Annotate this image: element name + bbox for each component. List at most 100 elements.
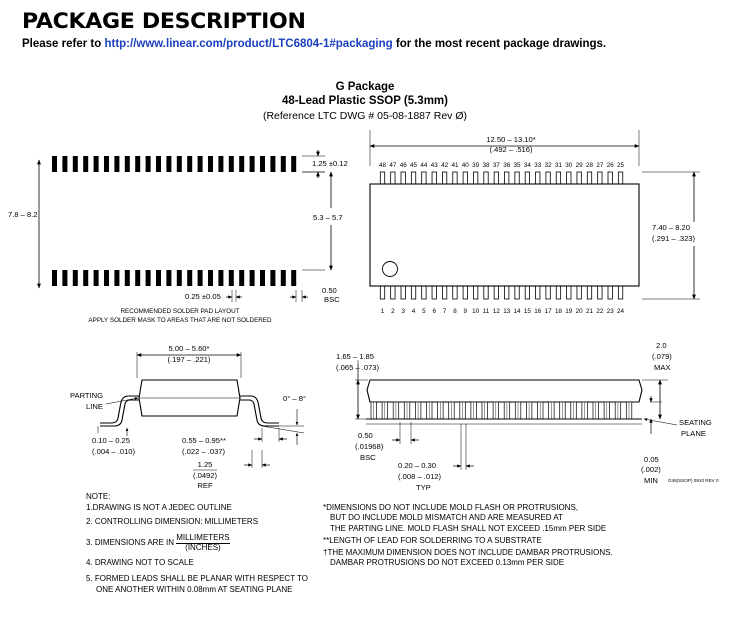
note-4: 4. DRAWING NOT TO SCALE (86, 558, 194, 568)
package-pin (379, 285, 386, 300)
pad-caption-1: RECOMMENDED SOLDER PAD LAYOUT (120, 308, 239, 315)
solder-pad (260, 156, 265, 172)
solder-pad (124, 270, 130, 286)
solder-pad (249, 156, 255, 172)
pin-number: 4 (412, 308, 416, 315)
package-pin (390, 171, 396, 185)
footnote-1a: *DIMENSIONS DO NOT INCLUDE MOLD FLASH OR… (323, 503, 578, 512)
pad-inner-dim: 5.3 – 5.7 (313, 213, 343, 222)
solder-pad (260, 270, 265, 286)
solder-pad (187, 270, 193, 286)
package-pin (400, 171, 406, 185)
package-pin (493, 285, 499, 300)
foot-length-dim-in: (.022 – .037) (182, 447, 226, 456)
pin-number: 24 (617, 308, 625, 315)
min-dim: 0.05 (644, 455, 659, 464)
top-width-dim-in: (.291 – .323) (652, 234, 696, 243)
top-width-dim: 7.40 – 8.20 (652, 223, 690, 232)
solder-pad (145, 156, 151, 172)
pin-number: 48 (379, 162, 387, 169)
pin-number: 16 (534, 308, 542, 315)
pin-number: 5 (422, 308, 426, 315)
package-pin (524, 171, 531, 185)
max-height-dim-in: (.079) (652, 352, 672, 361)
solder-pad (218, 270, 224, 286)
solder-pad (291, 270, 297, 286)
package-pin (555, 285, 562, 300)
solder-pad (270, 270, 276, 286)
solder-pad (93, 270, 99, 286)
package-pin (452, 171, 458, 185)
package-pin (597, 171, 603, 185)
pin-number: 43 (431, 162, 439, 169)
pin-number: 9 (464, 308, 468, 315)
pin1-marker (382, 261, 398, 277)
solder-pad-layout: 7.8 – 8.2 1.25 ±0.12 5.3 – 5.7 0.25 ±0.0… (8, 150, 348, 324)
solder-pad (145, 270, 151, 286)
pad-caption-2: APPLY SOLDER MASK TO AREAS THAT ARE NOT … (88, 317, 272, 324)
parting-line-label: PARTING (70, 391, 103, 400)
package-pin (617, 171, 624, 185)
note-5b: ONE ANOTHER WITHIN 0.08mm AT SEATING PLA… (96, 584, 293, 594)
body-thickness-dim: 1.65 – 1.85 (336, 352, 374, 361)
end-view-leads (370, 401, 633, 420)
solder-pad (104, 156, 109, 172)
package-pin (421, 171, 427, 185)
package-pin (607, 171, 613, 185)
note-3: 3. DIMENSIONS ARE IN MILLIMETERS(INCHES) (86, 534, 308, 552)
top-length-dim: 12.50 – 13.10* (486, 135, 535, 144)
solder-pad (156, 156, 161, 172)
solder-pad (197, 156, 203, 172)
package-pin (421, 285, 427, 300)
package-pin (390, 285, 396, 300)
footnote-2: **LENGTH OF LEAD FOR SOLDERRING TO A SUB… (323, 535, 542, 545)
package-pin (441, 285, 448, 300)
end-body (366, 379, 643, 403)
top-length-dim-in: (.492 – .516) (489, 145, 533, 154)
pin-number: 14 (514, 308, 522, 315)
solder-pad (249, 270, 255, 286)
note-3-num: MILLIMETERS (176, 533, 230, 544)
note-1: 1.DRAWING IS NOT A JEDEC OUTLINE (86, 502, 232, 512)
package-pin (535, 171, 541, 185)
min-dim-in: (.002) (641, 465, 661, 474)
seating-plane-label: SEATING (679, 418, 712, 427)
note-3-den: (INCHES) (185, 542, 221, 552)
body-thickness-dim-in: (.065 – .073) (336, 363, 380, 372)
pin-number: 39 (472, 162, 480, 169)
solder-pad (62, 270, 68, 286)
pin-number: 8 (453, 308, 457, 315)
package-pin (566, 171, 572, 185)
end-view: 1.65 – 1.85 (.065 – .073) 0.50 (.01968) … (336, 341, 719, 492)
solder-pad (72, 270, 78, 286)
pin-number: 33 (534, 162, 542, 169)
footnote-1b: BUT DO INCLUDE MOLD MISMATCH AND ARE MEA… (330, 513, 563, 523)
min-dim-note: MIN (644, 476, 658, 485)
package-pin (545, 285, 551, 300)
side-width-dim-in: (.197 – .221) (167, 355, 211, 364)
package-pin (483, 171, 489, 185)
solder-pad (291, 156, 297, 172)
max-height-dim: 2.0 (656, 341, 667, 350)
lead-angle: 0° – 8° (283, 394, 306, 403)
package-pin (473, 171, 479, 185)
package-type: 48-Lead Plastic SSOP (5.3mm) (282, 95, 448, 107)
pin-number: 34 (524, 162, 532, 169)
pin-number: 45 (410, 162, 418, 169)
pin-number: 31 (555, 162, 563, 169)
lead-thickness-dim-in: (.004 – .010) (92, 447, 136, 456)
side-view: 5.00 – 5.60* (.197 – .221) PARTING LINE … (70, 344, 306, 490)
refer-prefix: Please refer to (22, 38, 105, 50)
package-link[interactable]: http://www.linear.com/product/LTC6804-1#… (104, 38, 393, 50)
package-pin (473, 285, 479, 300)
package-pin (607, 285, 613, 300)
pin-number: 22 (596, 308, 604, 315)
package-pin (586, 171, 593, 185)
pad-width-dim: 0.25 ±0.05 (185, 292, 221, 301)
solder-pad (197, 270, 203, 286)
pin-number: 21 (586, 308, 594, 315)
pin-number: 36 (503, 162, 511, 169)
package-pin (576, 171, 582, 185)
